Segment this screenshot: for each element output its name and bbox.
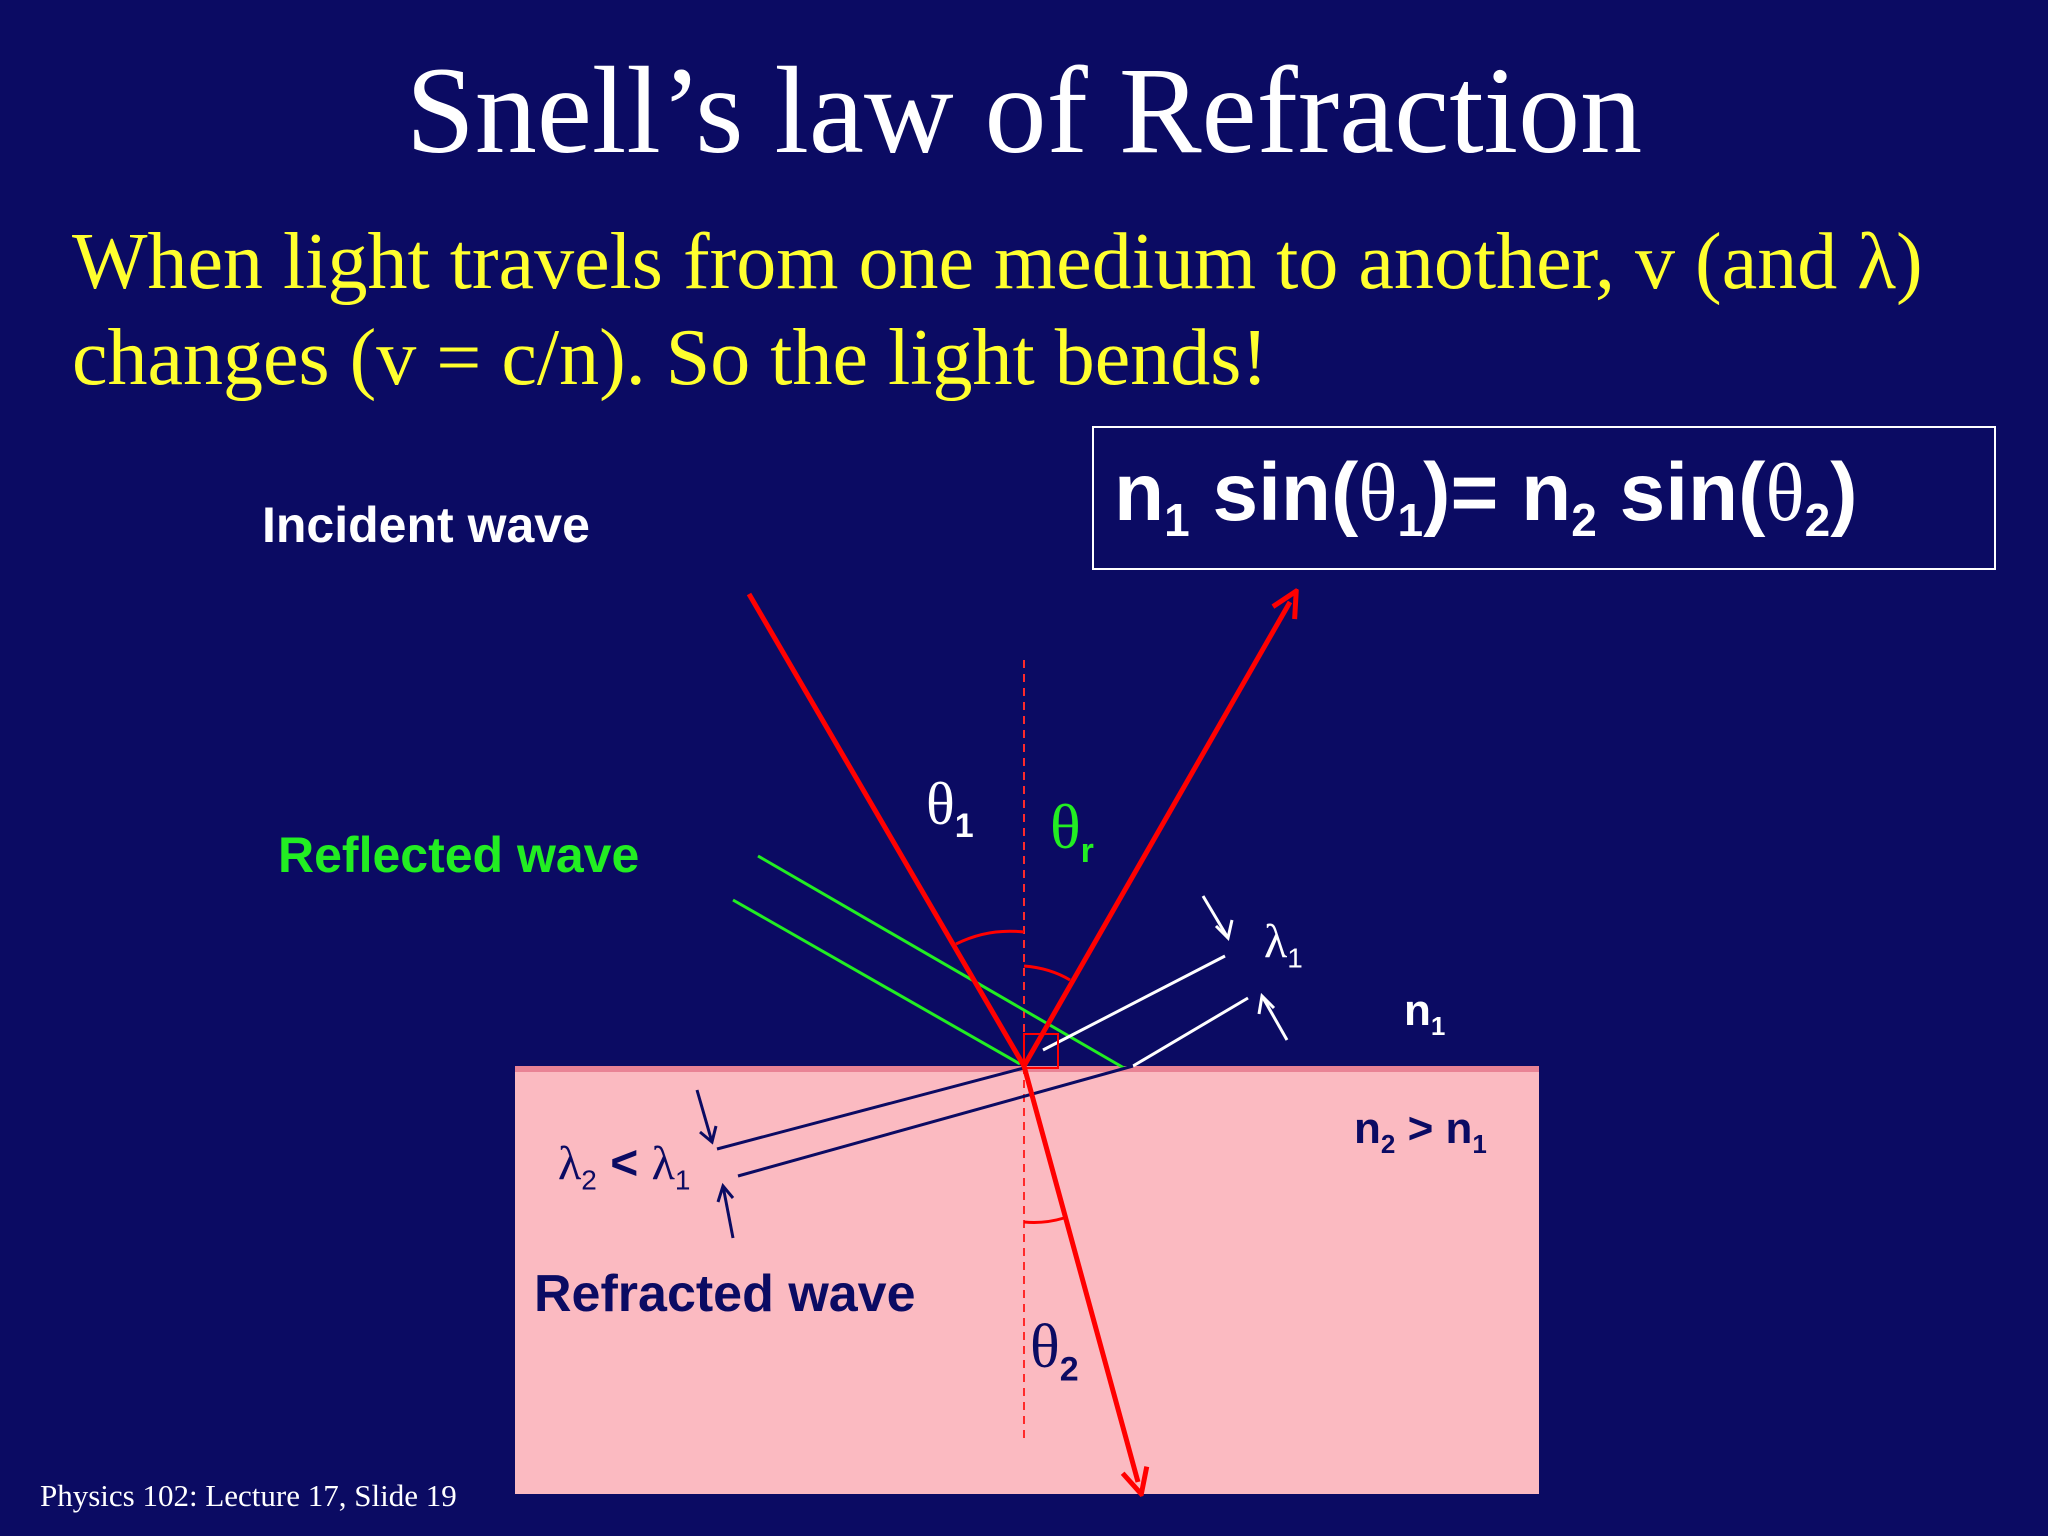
refracted-wave-label: Refracted wave [534,1265,916,1323]
theta-r-label: θr [1050,791,1094,870]
incident-wave-label: Incident wave [262,497,590,553]
lambda1-label: λ1 [1264,915,1303,974]
refracted-ray [1021,1065,1138,1482]
n2-gt-n1-label: n2 > n1 [1354,1104,1487,1159]
theta2-arc [1023,1216,1065,1224]
slide-subtitle: When light travels from one medium to an… [72,218,1923,402]
theta1-label: θ1 [926,771,974,845]
reflected-wavefront-1 [757,854,1125,1070]
lambda2-arrow-top [695,1089,718,1145]
lambda1-arrow-bottom [1257,992,1289,1041]
lambda2-lt-lambda1-label: λ2 < λ1 [558,1137,691,1196]
theta1-arc [955,929,1025,946]
snell-formula-box: n1 sin(θ1)= n2 sin(θ2) [1092,426,1996,570]
incident-ray [746,592,1027,1068]
slide-title: Snell’s law of Refraction [405,42,1643,179]
incident-wavefront-1 [1042,954,1226,1052]
slide-footer: Physics 102: Lecture 17, Slide 19 [40,1478,457,1513]
lambda1-arrow-top [1201,895,1234,941]
incident-wavefront-2 [1132,996,1249,1068]
reflected-wavefront-2 [732,898,1021,1066]
theta2-label: θ2 [1030,1313,1079,1389]
refracted-wavefront-2 [737,1064,1134,1178]
reflected-wave-label: Reflected wave [278,827,640,883]
theta-r-arc [1023,964,1071,982]
lambda2-arrow-bottom [716,1182,735,1239]
snell-formula: n1 sin(θ1)= n2 sin(θ2) [1114,447,1858,546]
reflected-ray [1021,602,1290,1068]
n1-label: n1 [1404,986,1446,1041]
refracted-wavefront-1 [716,1066,1025,1151]
